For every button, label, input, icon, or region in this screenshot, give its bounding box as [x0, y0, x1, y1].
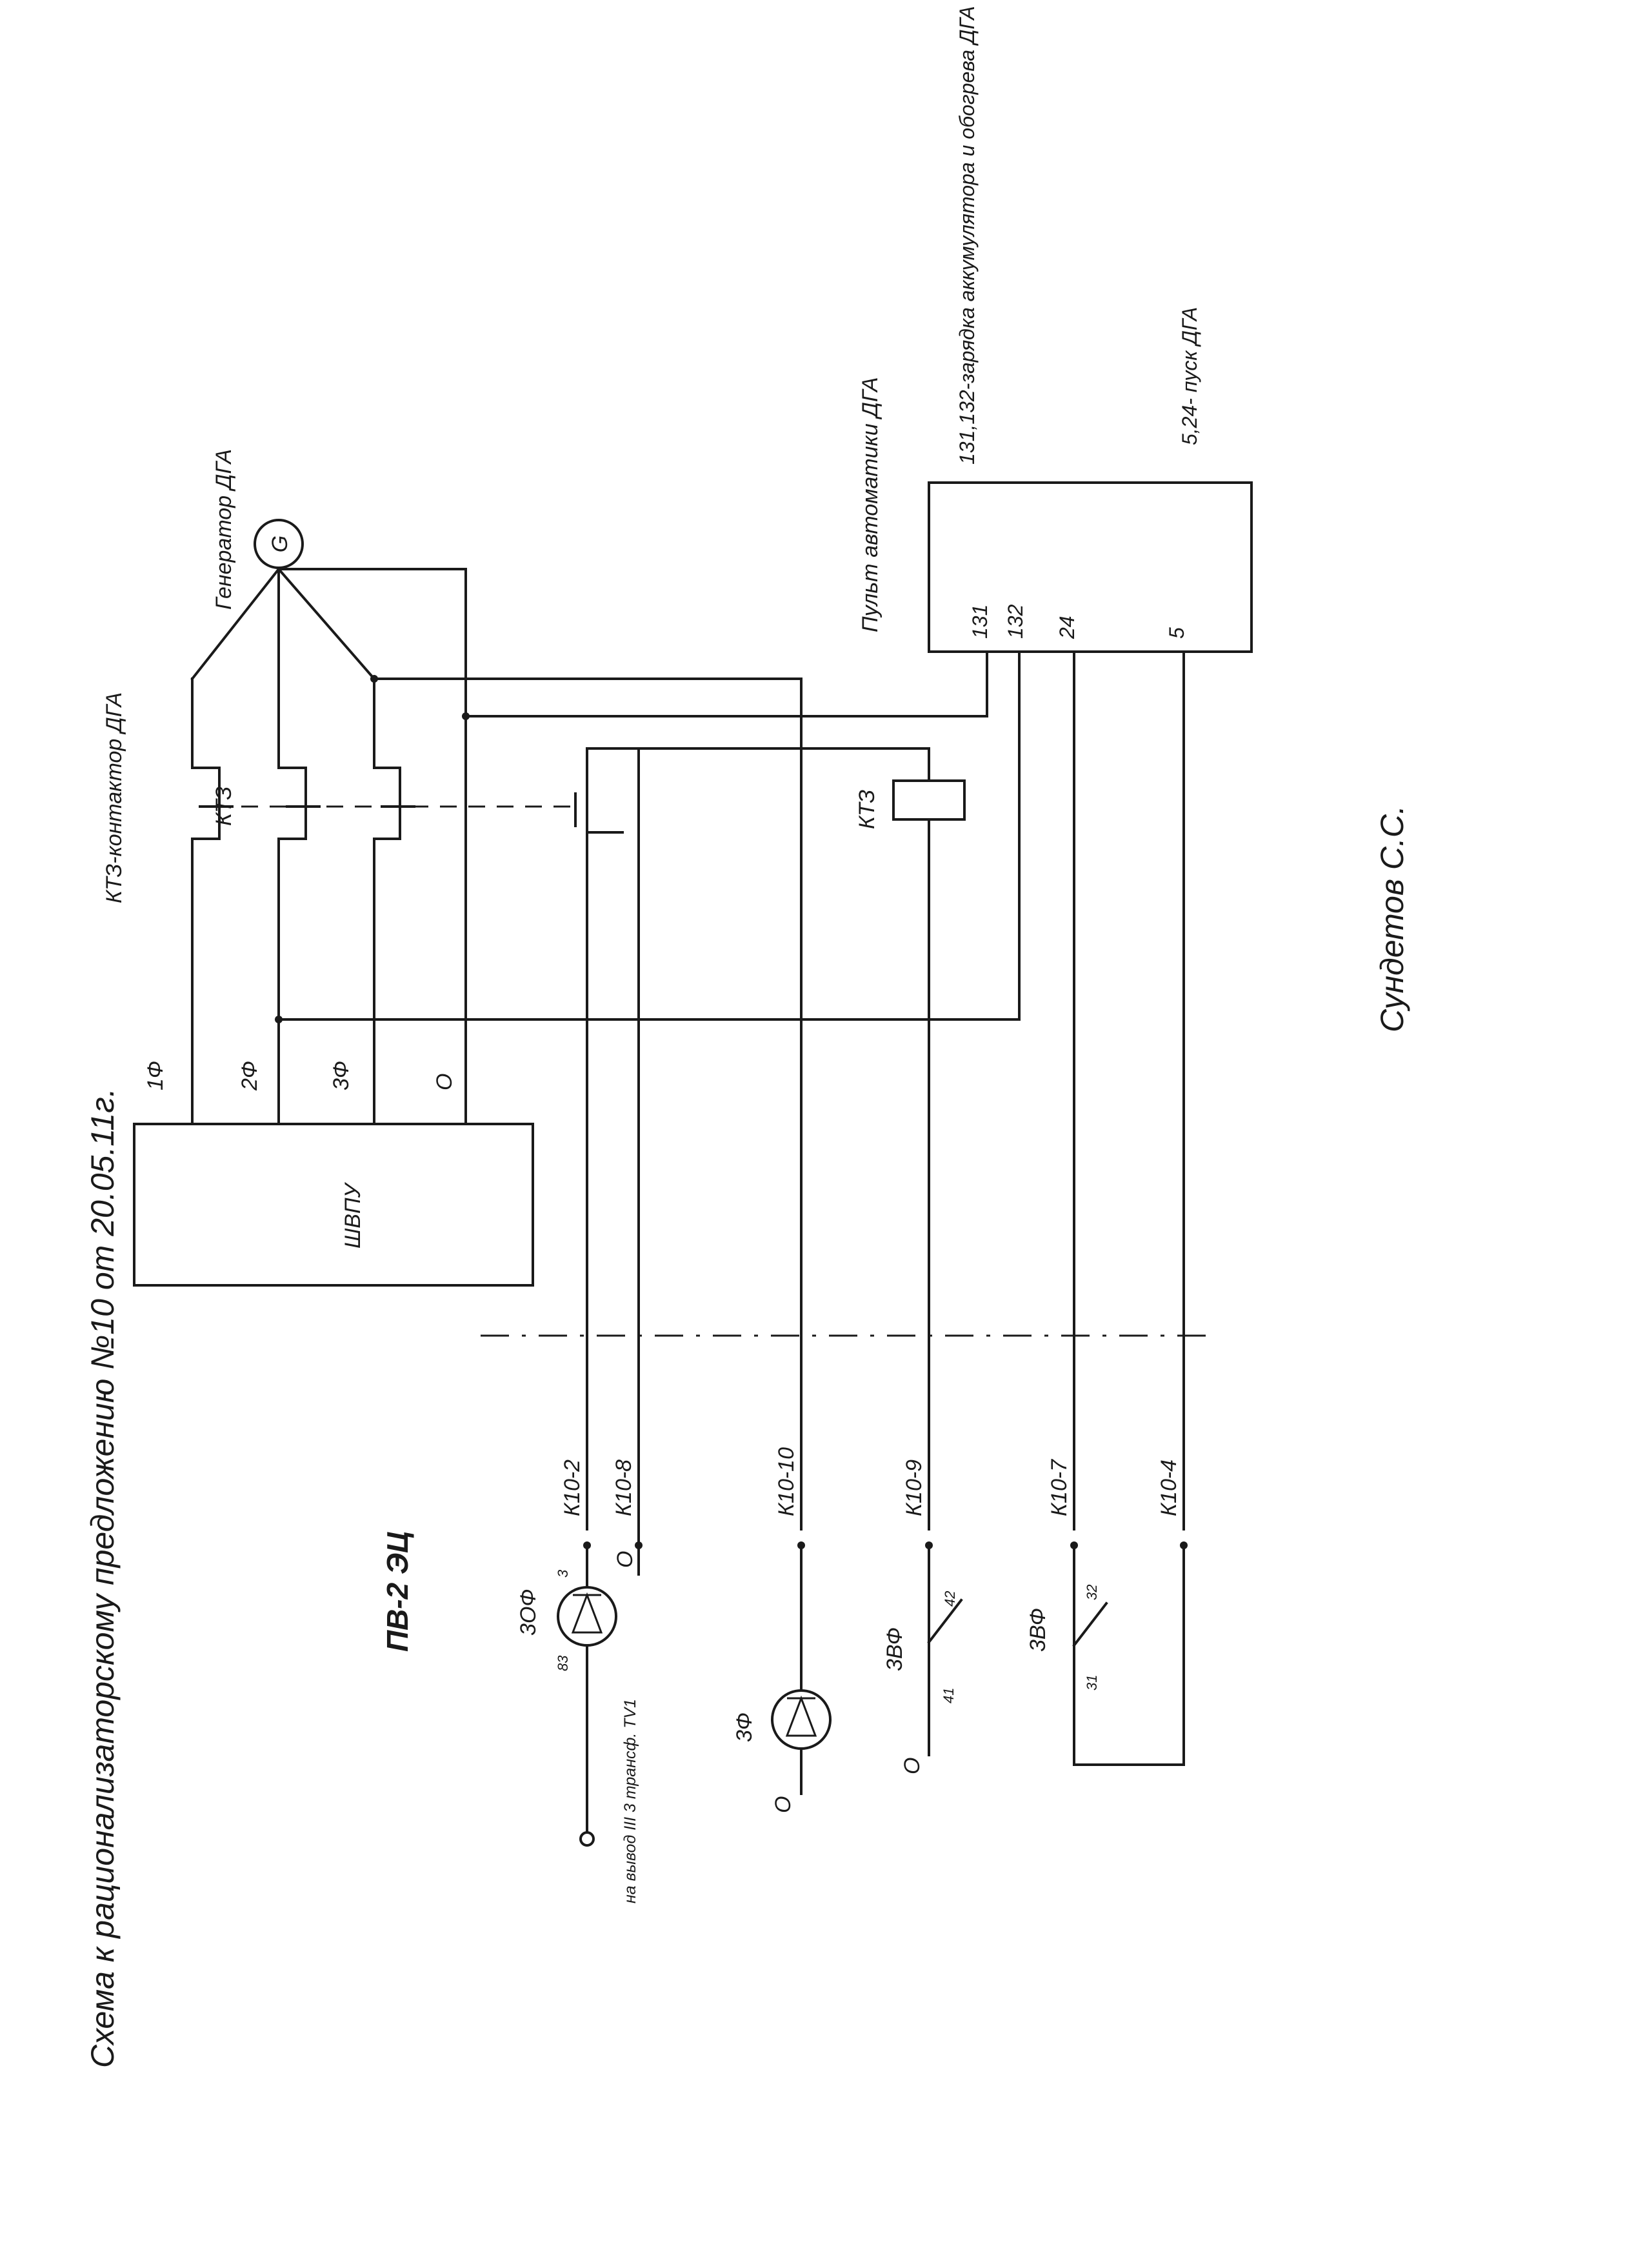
ktz-coil-label: КТЗ [855, 790, 879, 829]
contactor-caption: КТЗ-контактор ДГА [102, 692, 126, 903]
relay-3vf-b-t32: 32 [1084, 1585, 1100, 1600]
relay-3f-name: 3Ф [732, 1712, 757, 1742]
transformer-terminal [579, 1831, 595, 1847]
relay-3vf-a-t42: 42 [942, 1591, 958, 1607]
relay-3of-diode [571, 1592, 603, 1634]
shvpu-box [133, 1123, 534, 1287]
cable-k10-7: К10-7 [1047, 1459, 1072, 1516]
junction-3f [370, 675, 378, 683]
phase-label-2f: 2Ф [237, 1061, 262, 1091]
relay-3of-name: 3ОФ [516, 1589, 541, 1636]
page-title: Схема к рационализаторскому предложению … [85, 1088, 121, 2068]
generator-letter: G [268, 536, 292, 552]
ktz-coil [892, 779, 966, 821]
gen-line-1f [190, 567, 281, 681]
relay-3vf-a-zero: О [900, 1758, 924, 1774]
author-signature: Сундетов С.С. [1374, 805, 1410, 1032]
panel-note-start: 5,24- пуск ДГА [1178, 307, 1201, 445]
transformer-note: на вывод III 3 трансф. TV1 [621, 1699, 639, 1903]
relay-3f-zero: О [771, 1796, 795, 1813]
shvpu-label: ШВПУ [341, 1181, 365, 1249]
panel-note-charging: 131,132-зарядка аккумулятора и обогрева … [955, 6, 979, 465]
cable-k10-10: К10-10 [774, 1447, 799, 1516]
cable-k10-2: К10-2 [560, 1460, 584, 1516]
switch-3vf-a-blade [927, 1598, 963, 1644]
phase-label-1f: 1Ф [143, 1061, 168, 1090]
relay-3vf-b-name: 3ВФ [1026, 1608, 1050, 1652]
generator-label: Генератор ДГА [212, 449, 236, 610]
relay-3vf-a-t41: 41 [941, 1688, 957, 1703]
junction-k10-4 [1180, 1541, 1188, 1549]
gen-line-3f [277, 567, 376, 681]
junction-2f [275, 1016, 283, 1023]
relay-3of-t3: 3 [555, 1569, 571, 1578]
relay-3f-diode [785, 1695, 817, 1737]
cable-k10-9: К10-9 [902, 1460, 926, 1516]
panel-label: Пульт автоматики ДГА [858, 377, 882, 632]
panel-terminal-24: 24 [1055, 616, 1079, 639]
relay-3vf-b-t31: 31 [1084, 1675, 1100, 1691]
ktz-contacts-label: КТЗ [212, 787, 236, 826]
panel-terminal-131: 131 [968, 605, 992, 639]
panel-terminal-132: 132 [1004, 604, 1027, 639]
cable-k10-4: К10-4 [1157, 1460, 1181, 1516]
junction-k10-8 [635, 1541, 643, 1549]
junction-0 [462, 712, 470, 720]
panel-terminal-5: 5 [1165, 627, 1188, 639]
relay-3of-zero: О [613, 1551, 637, 1568]
panel-box [928, 481, 1253, 653]
subtitle: ПВ-2 ЭЦ [381, 1531, 414, 1652]
cable-k10-8: К10-8 [612, 1460, 636, 1516]
phase-label-3f: 3Ф [329, 1061, 354, 1090]
relay-3vf-a-name: 3ВФ [882, 1627, 907, 1671]
phase-label-0: О [432, 1074, 457, 1090]
relay-3of-t83: 83 [555, 1655, 571, 1671]
switch-3vf-b-blade [1072, 1601, 1108, 1647]
